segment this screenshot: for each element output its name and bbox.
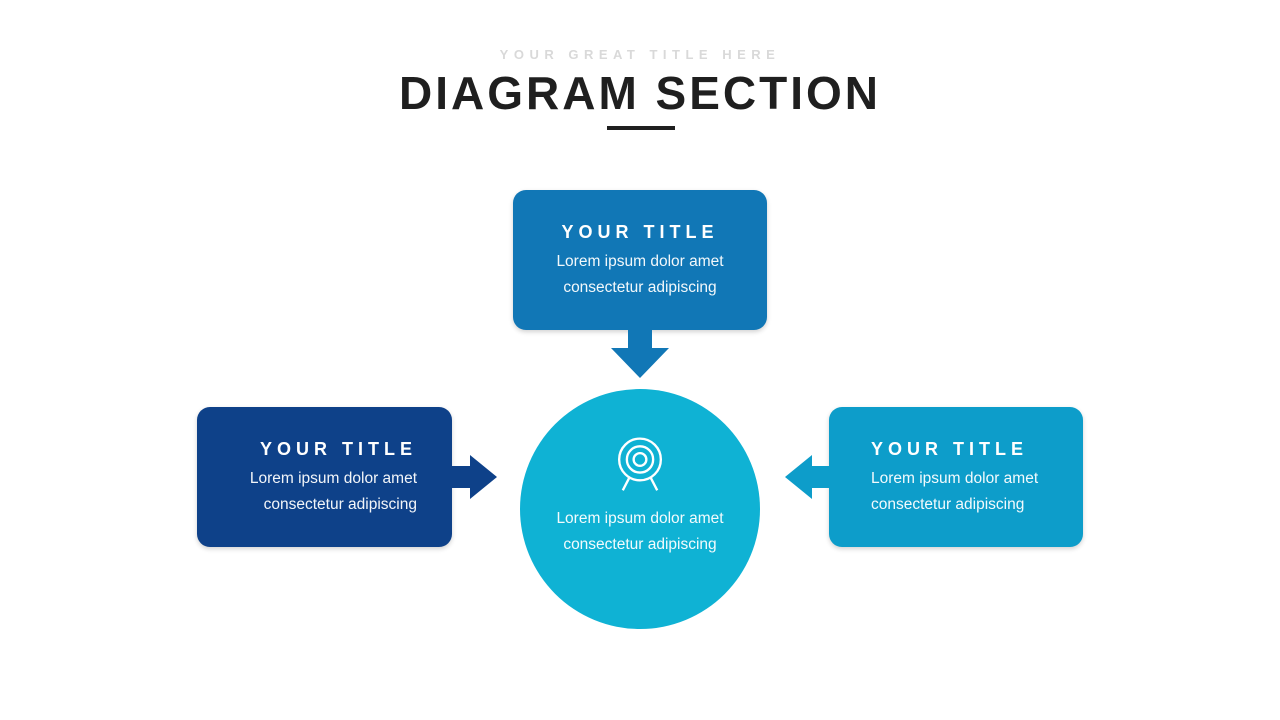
slide-eyebrow: YOUR GREAT TITLE HERE — [499, 47, 781, 62]
center-circle: Lorem ipsum dolor amet consectetur adipi… — [520, 389, 760, 629]
title-underline — [607, 126, 675, 130]
right-box-body-line: consectetur adipiscing — [871, 495, 1025, 513]
right-info-box: YOUR TITLE Lorem ipsum dolor amet consec… — [829, 407, 1083, 547]
top-info-box: YOUR TITLE Lorem ipsum dolor amet consec… — [513, 190, 767, 330]
left-info-box: YOUR TITLE Lorem ipsum dolor amet consec… — [197, 407, 452, 547]
arrow-left-icon — [785, 455, 830, 499]
right-box-title: YOUR TITLE — [871, 438, 1028, 459]
left-box-body-line: consectetur adipiscing — [263, 495, 417, 513]
center-body-line: Lorem ipsum dolor amet — [556, 510, 724, 527]
arrow-down-icon — [611, 330, 669, 378]
page-title: DIAGRAM SECTION — [399, 67, 881, 119]
top-box-body-line: consectetur adipiscing — [563, 278, 717, 296]
center-body-line: consectetur adipiscing — [563, 536, 717, 553]
target-icon — [611, 434, 669, 499]
left-box-body-line: Lorem ipsum dolor amet — [249, 469, 417, 487]
right-box-body-line: Lorem ipsum dolor amet — [871, 469, 1039, 487]
left-box-title: YOUR TITLE — [260, 438, 417, 459]
arrow-right-icon — [452, 455, 497, 499]
top-box-body-line: Lorem ipsum dolor amet — [556, 252, 724, 270]
top-box-title: YOUR TITLE — [561, 221, 719, 242]
